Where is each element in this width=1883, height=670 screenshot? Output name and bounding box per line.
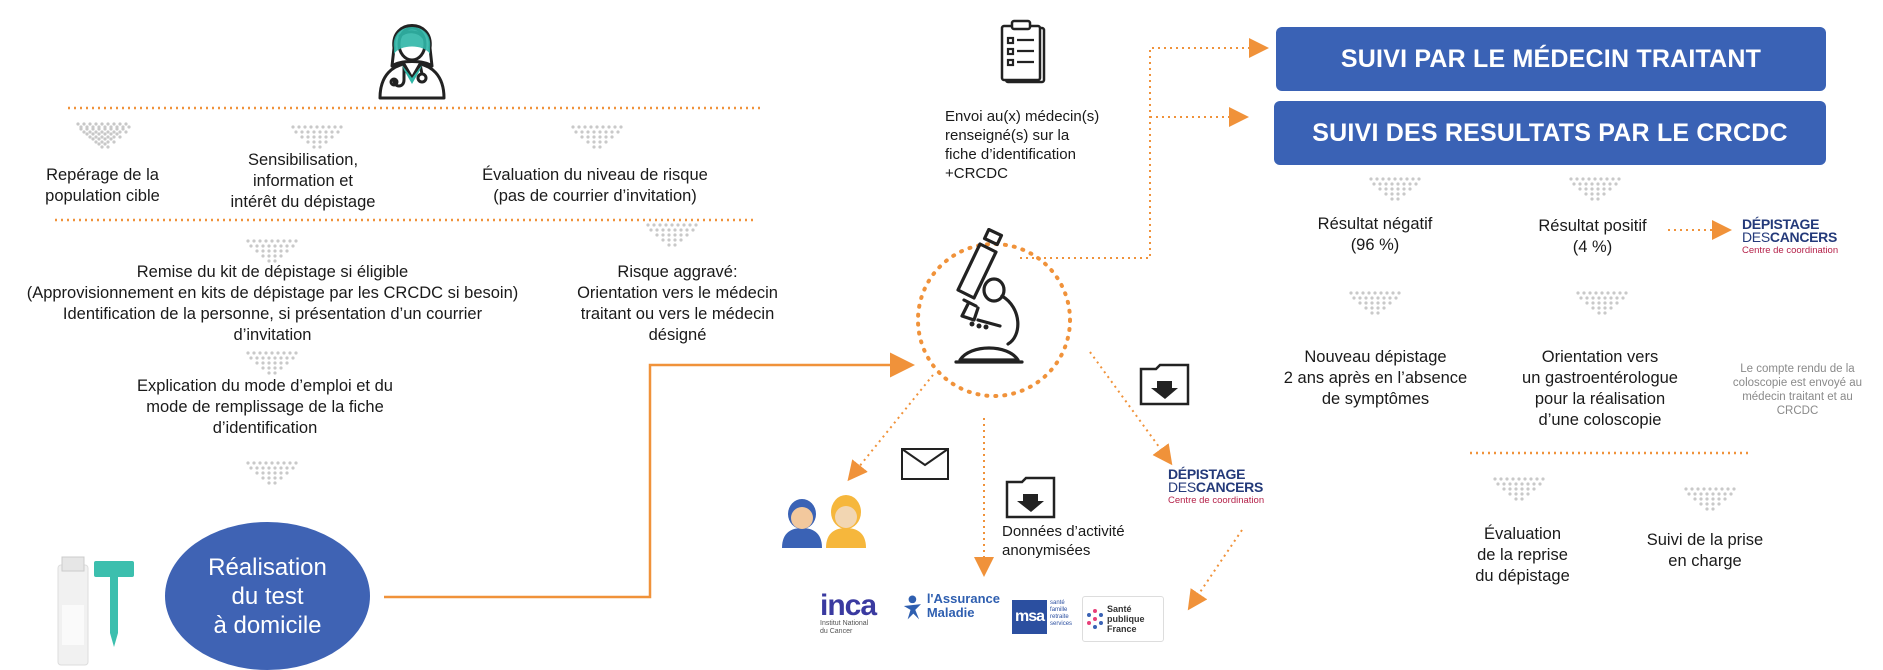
- funnel-icon: [1576, 291, 1628, 315]
- funnel-icon: [1369, 177, 1421, 201]
- funnel-icon: [1349, 291, 1401, 315]
- depistage-logo-cancers: CANCERS: [1769, 229, 1838, 245]
- depistage-logo-right: DÉPISTAGE DESCANCERS Centre de coordinat…: [1742, 216, 1862, 257]
- nouveau-depistage: Nouveau dépistage 2 ans après en l’absen…: [1283, 348, 1468, 408]
- patients-icon: [782, 495, 866, 548]
- depistage-logo-line1: DÉPISTAGE: [1168, 466, 1246, 482]
- depistage-logo-des: DES: [1742, 229, 1770, 245]
- assurance-line1: l'Assurance: [926, 591, 1000, 606]
- assurance-maladie-logo: l'Assurance Maladie: [900, 592, 1000, 622]
- test-kit-icon: [57, 556, 134, 666]
- kit-remise: Remise du kit de dépistage si éligible (…: [26, 263, 519, 344]
- depistage-logo-cancers: CANCERS: [1195, 479, 1264, 495]
- orientation-gastro: Orientation vers un gastroentérologue po…: [1522, 348, 1678, 429]
- folder-download-icon: [1005, 476, 1056, 519]
- donnees-activite: Données d’activité anonymisées: [1002, 523, 1125, 559]
- box-suivi-medecin: SUIVI PAR LE MÉDECIN TRAITANT: [1276, 27, 1826, 91]
- funnel-icon: [1493, 477, 1545, 501]
- funnel-icon: [246, 351, 298, 375]
- assurance-maladie-icon: [903, 595, 921, 620]
- doctor-icon: [378, 24, 446, 100]
- depistage-logo-line3: Centre de coordination: [1168, 495, 1265, 506]
- envoi-medecins: Envoi au(x) médecin(s) renseigné(s) sur …: [945, 108, 1100, 182]
- explication-mode-emploi: Explication du mode d’emploi et du mode …: [137, 377, 393, 437]
- inca-logo-sub: Institut National du Cancer: [820, 620, 869, 635]
- funnel-icon: [246, 239, 298, 263]
- funnel-icon: [1684, 487, 1736, 511]
- sante-publique-logo: Santé publique France: [1082, 596, 1164, 642]
- inca-logo-text: inca: [820, 589, 877, 622]
- step-reperage: Repérage de la population cible: [45, 166, 160, 205]
- resultat-positif: Résultat positif (4 %): [1538, 217, 1647, 256]
- clipboard-icon: [1000, 19, 1046, 84]
- funnel-icon: [79, 125, 131, 149]
- folder-download-icon: [1139, 363, 1190, 406]
- funnel-icon: [291, 125, 343, 149]
- msa-logo-text: msa: [1012, 600, 1048, 634]
- home-test-oval: Réalisation du test à domicile: [165, 522, 370, 670]
- depistage-logo-line3: Centre de coordination: [1742, 245, 1839, 256]
- funnel-icon: [646, 223, 698, 247]
- depistage-logo-line1: DÉPISTAGE: [1742, 216, 1820, 232]
- sante-publique-icon: [1087, 609, 1103, 629]
- funnel-icon: [571, 125, 623, 149]
- funnel-icon: [246, 461, 298, 485]
- depistage-logo-middle: DÉPISTAGE DESCANCERS Centre de coordinat…: [1168, 466, 1288, 507]
- funnel-icon: [1569, 177, 1621, 201]
- funnel-icon: [76, 122, 128, 146]
- step-evaluation-risque: Évaluation du niveau de risque (pas de c…: [482, 166, 708, 205]
- step-sensibilisation: Sensibilisation, information et intérêt …: [230, 151, 376, 211]
- msa-logo: msa santé famille retraite services: [1012, 600, 1082, 634]
- assurance-line2: Maladie: [926, 605, 975, 620]
- box-suivi-crcdc: SUIVI DES RESULTATS PAR LE CRCDC: [1274, 101, 1826, 165]
- msa-logo-sub: santé famille retraite services: [1050, 600, 1073, 627]
- suivi-prise-en-charge: Suivi de la prise en charge: [1646, 531, 1764, 570]
- compte-rendu-note: Le compte rendu de la coloscopie est env…: [1732, 363, 1863, 417]
- evaluation-reprise: Évaluation de la reprise du dépistage: [1475, 525, 1570, 585]
- envelope-icon: [901, 448, 949, 480]
- resultat-negatif: Résultat négatif (96 %): [1317, 215, 1433, 254]
- microscope-icon: [954, 228, 1024, 364]
- risque-aggrave: Risque aggravé: Orientation vers le méde…: [577, 263, 778, 344]
- sante-publique-text: Santé publique France: [1107, 604, 1145, 634]
- depistage-logo-des: DES: [1168, 479, 1196, 495]
- inca-logo: inca Institut National du Cancer: [820, 589, 890, 636]
